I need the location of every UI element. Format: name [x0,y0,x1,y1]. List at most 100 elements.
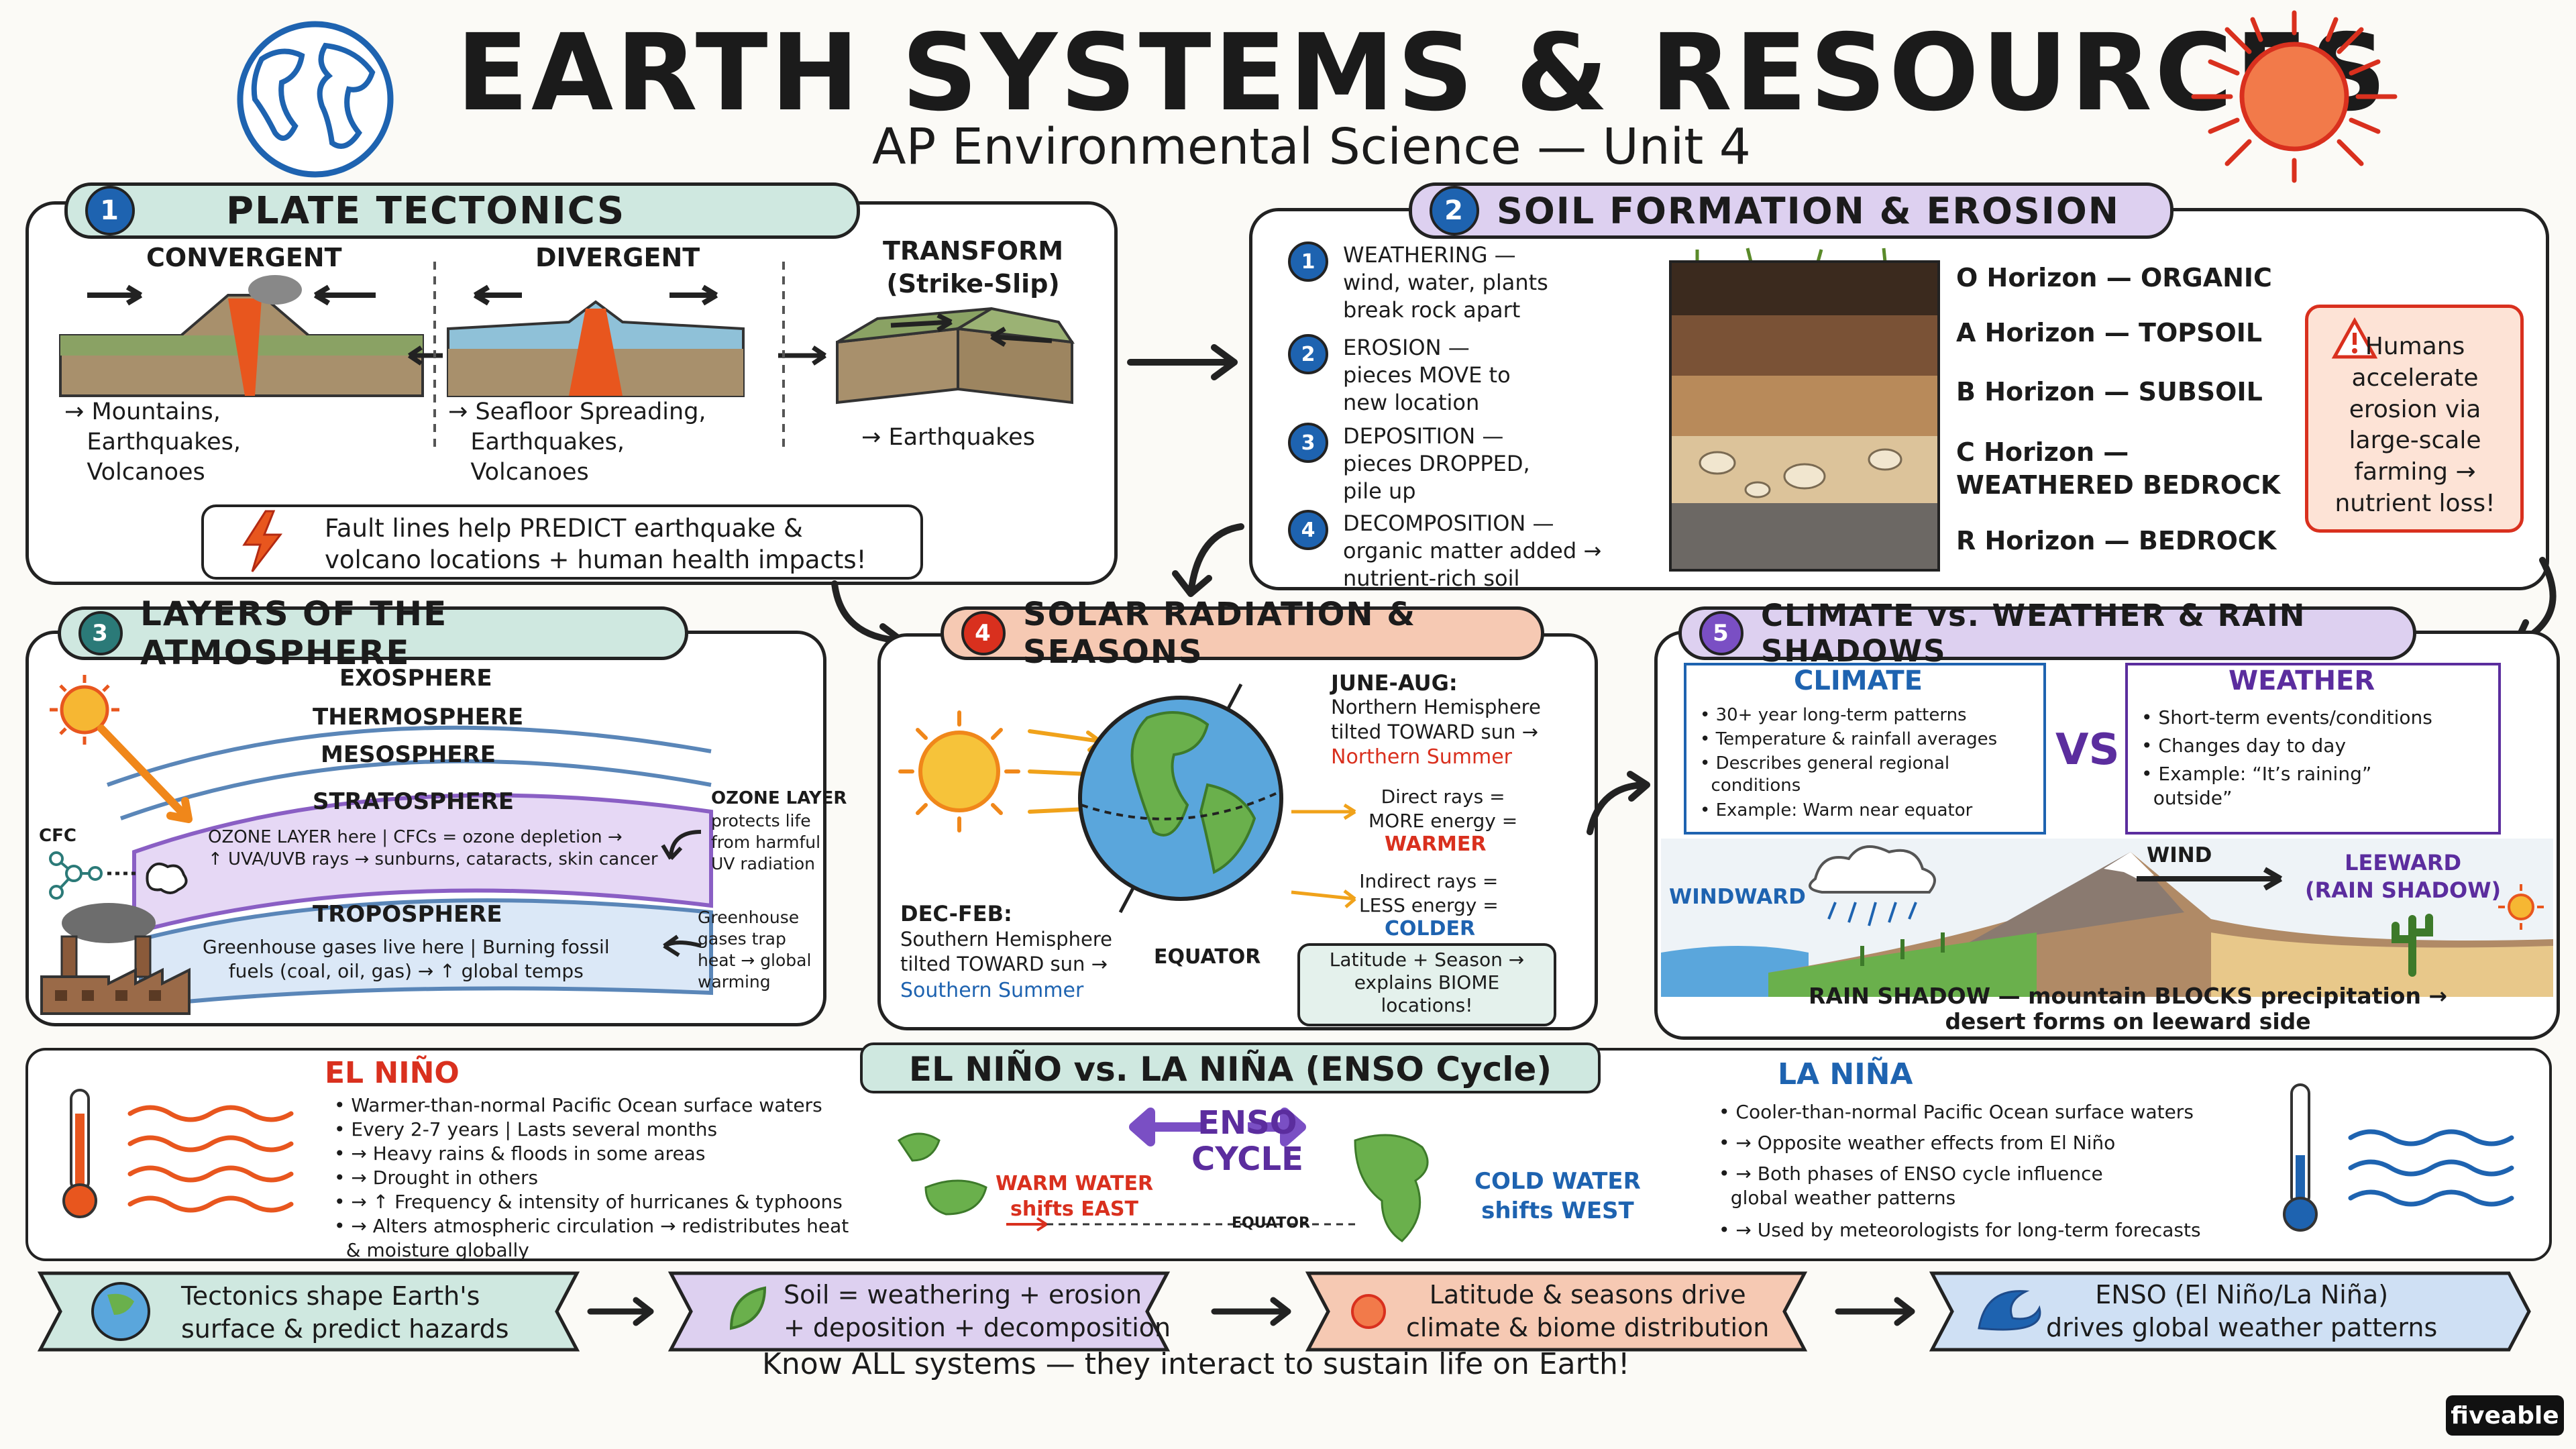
el-nino-title: EL NIÑO [325,1056,460,1090]
climate-weather-header: 5 CLIMATE vs. WEATHER & RAIN SHADOWS [1678,598,2416,669]
transform-label: TRANSFORM (Strike-Slip) [883,236,1064,299]
direct-rays-text: Direct rays = MORE energy = [1368,786,1518,832]
step-text: DEPOSITION — pieces DROPPED, pile up [1343,423,1530,504]
sun-icon [2191,10,2398,183]
section-title: SOLAR RADIATION & SEASONS [1023,596,1417,671]
section-number-5: 5 [1699,611,1743,655]
la-nina-title: LA NIÑA [1778,1057,1913,1091]
step-text: EROSION — pieces MOVE to new location [1343,335,1511,415]
ozone-note: protects life from harmful UV radiation [711,811,821,873]
vs-label: VS [2055,725,2120,775]
earth-globe-icon [1078,683,1283,914]
la-nina-item: • → Used by meteorologists for long-term… [1719,1219,2201,1241]
wind-label: WIND [2147,843,2212,867]
el-nino-item: • → ↑ Frequency & intensity of hurricane… [334,1191,843,1213]
brand-logo: fiveable [2446,1395,2564,1436]
summary-banners [37,1271,2531,1352]
step-number: 2 [1288,334,1328,374]
troposphere-description: Greenhouse gases live here | Burning fos… [203,936,610,982]
biome-note-box [1297,943,1556,1026]
step-number: 1 [1288,241,1328,282]
lightning-icon [242,510,283,572]
soil-profile-illustration [1669,248,1940,572]
brand-logo-text: fiveable [2451,1401,2559,1430]
stratosphere-label: STRATOSPHERE [313,788,515,815]
thermosphere-label: THERMOSPHERE [313,704,524,731]
la-nina-item: • Cooler-than-normal Pacific Ocean surfa… [1719,1101,2194,1123]
flow-arrow-2-to-4 [1172,523,1244,597]
enso-equator-label: EQUATOR [1232,1215,1310,1232]
el-nino-item: • → Alters atmospheric circulation → red… [334,1215,849,1261]
weather-item: • Example: “It’s raining” outside” [2141,763,2372,809]
exosphere-label: EXOSPHERE [339,665,492,692]
enso-header [860,1042,1601,1093]
june-title: JUNE-AUG: [1331,670,1458,696]
soil-step: 4 DECOMPOSITION — organic matter added → … [1288,510,1601,592]
biome-note-text: Latitude + Season → explains BIOME locat… [1329,949,1525,1017]
factory-icon [40,903,191,1015]
fault-lines-note-text: Fault lines help PREDICT earthquake & vo… [325,514,867,575]
step-number: 4 [1288,510,1328,550]
troposphere-label: TROPOSPHERE [313,901,502,928]
el-nino-item: • → Heavy rains & floods in some areas [334,1142,706,1165]
climate-title: CLIMATE [1794,665,1923,696]
weather-item: • Changes day to day [2141,735,2347,757]
horizon-r: R Horizon — BEDROCK [1956,526,2277,555]
summary-seasons: Latitude & seasons drive climate & biome… [1406,1280,1770,1342]
la-nina-item: • → Both phases of ENSO cycle influence … [1719,1163,2103,1209]
section-title: SOIL FORMATION & EROSION [1497,189,2120,232]
transform-boundary-illustration [836,307,1075,405]
sun-ray-icon [50,675,193,823]
thermometer-hot-icon [62,1089,97,1218]
summary-enso: ENSO (El Niño/La Niña) drives global wea… [2046,1280,2438,1342]
el-nino-item: • → Drought in others [334,1167,539,1189]
note-arrows [661,830,702,957]
globe-icon [237,21,394,178]
fault-lines-note [201,504,923,580]
weather-item: • Short-term events/conditions [2141,706,2432,729]
transform-result: → Earthquakes [861,424,1035,451]
divergent-result: → Seafloor Spreading, Earthquakes, Volca… [448,398,706,486]
climate-item: • Example: Warm near equator [1700,800,1973,820]
solar-radiation-header: 4 SOLAR RADIATION & SEASONS [941,596,1544,671]
divergent-label: DIVERGENT [535,243,700,272]
mesosphere-label: MESOSPHERE [321,741,496,768]
divergent-boundary-illustration [447,284,745,397]
el-nino-item: • Every 2-7 years | Lasts several months [334,1118,718,1140]
el-nino-item: • Warmer-than-normal Pacific Ocean surfa… [334,1094,822,1116]
horizon-b: B Horizon — SUBSOIL [1956,377,2263,407]
step-text: DECOMPOSITION — organic matter added → n… [1343,511,1602,591]
colder-label: COLDER [1385,917,1476,941]
atmosphere-header: 3 LAYERS OF THE ATMOSPHERE [58,594,688,672]
section-title: LAYERS OF THE ATMOSPHERE [140,594,448,672]
leeward-label: LEEWARD (RAIN SHADOW) [2305,850,2502,903]
enso-cycle-label: ENSO CYCLE [1191,1104,1303,1178]
sun-icon [898,710,1020,833]
tectonic-connector-arrows [408,262,826,449]
greenhouse-note: Greenhouse gases trap heat → global warm… [698,908,812,991]
cold-waves-icon [2348,1129,2514,1207]
windward-label: WINDWARD [1669,885,1806,909]
convergent-result: → Mountains, Earthquakes, Volcanoes [64,398,241,486]
page-subtitle: AP Environmental Science — Unit 4 [872,118,1751,176]
soil-formation-header: 2 SOIL FORMATION & EROSION [1409,182,2174,239]
wind-arrow [2137,867,2283,891]
warm-water-label: WARM WATER shifts EAST [996,1172,1154,1222]
convergent-label: CONVERGENT [146,243,342,272]
weather-card [2125,663,2501,835]
rain-shadow-caption: RAIN SHADOW — mountain BLOCKS precipitat… [1809,983,2448,1034]
flow-arrow-4-to-5 [1587,771,1650,835]
atmosphere-layers-illustration [106,725,713,1009]
small-sun-icon [2498,884,2544,930]
cfc-molecule-icon [49,851,188,900]
june-text: Northern Hemisphere tilted TOWARD sun → [1331,696,1541,744]
summary-soil: Soil = weathering + erosion + deposition… [784,1280,1171,1342]
enso-map-illustration [897,1108,1429,1242]
climate-card [1684,663,2046,835]
cold-water-label: COLD WATER shifts WEST [1474,1168,1641,1224]
horizon-a: A Horizon — TOPSOIL [1956,318,2263,347]
warmer-label: WARMER [1385,833,1487,856]
section-title: CLIMATE vs. WEATHER & RAIN SHADOWS [1761,598,2306,669]
